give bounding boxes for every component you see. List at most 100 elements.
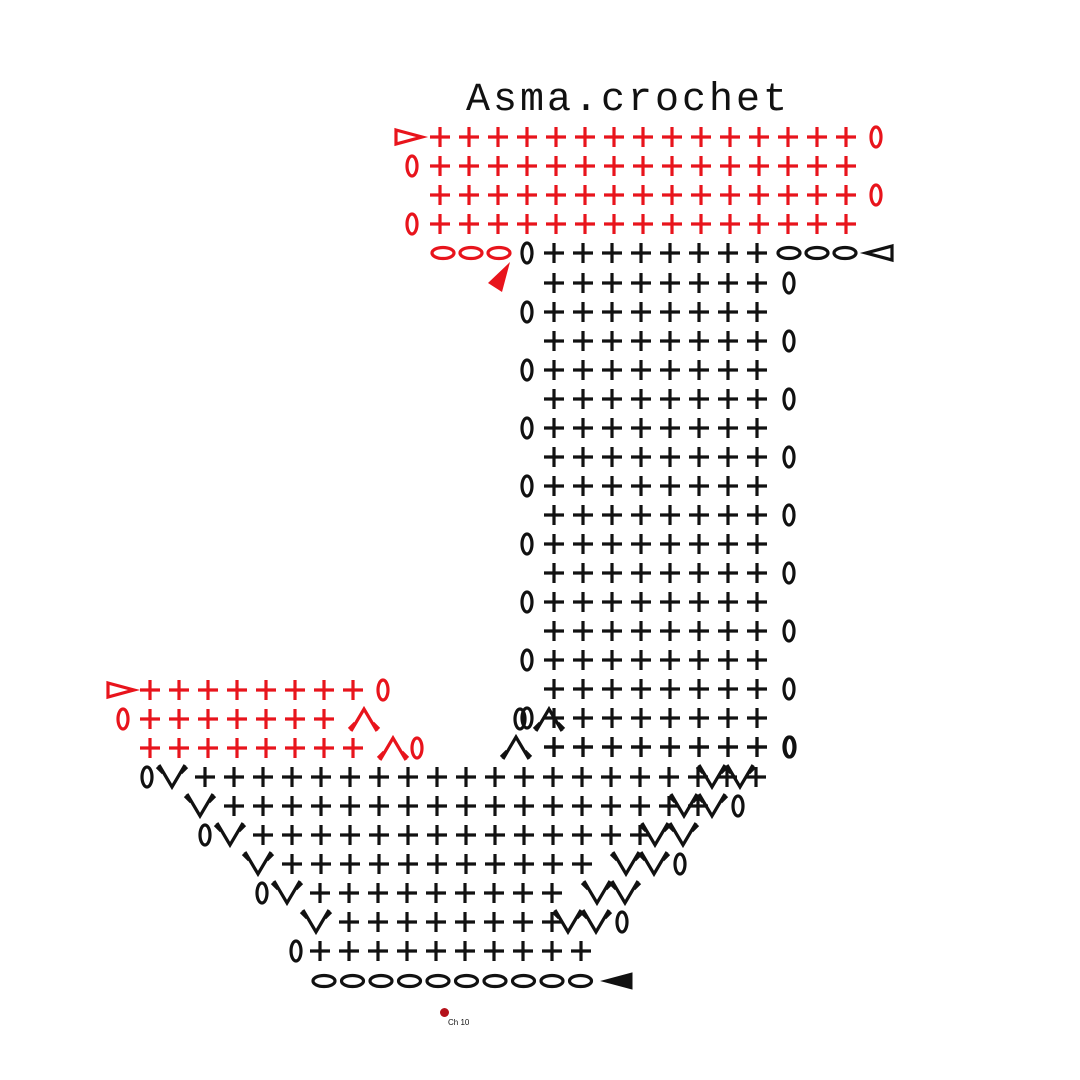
sc-stitch	[689, 650, 709, 670]
sc-stitch	[573, 650, 593, 670]
sc-stitch	[631, 563, 651, 583]
sc-stitch	[630, 767, 650, 787]
sc-stitch	[572, 825, 592, 845]
chain-stitch	[289, 939, 303, 963]
sc-stitch	[340, 854, 360, 874]
increase-stitch	[667, 793, 701, 820]
sc-stitch	[747, 679, 767, 699]
increase-stitch	[638, 822, 672, 849]
sc-stitch	[604, 156, 624, 176]
sc-stitch	[747, 650, 767, 670]
sc-stitch	[544, 592, 564, 612]
sc-stitch	[368, 912, 388, 932]
sc-stitch	[488, 127, 508, 147]
sc-stitch	[747, 476, 767, 496]
sc-stitch	[720, 214, 740, 234]
sc-stitch	[573, 476, 593, 496]
sc-stitch	[314, 680, 334, 700]
sc-stitch	[631, 243, 651, 263]
sc-stitch	[459, 127, 479, 147]
sc-stitch	[513, 941, 533, 961]
chain-stitch	[520, 474, 534, 498]
sc-stitch	[169, 738, 189, 758]
sc-stitch	[430, 156, 450, 176]
sc-stitch	[718, 331, 738, 351]
sc-stitch	[571, 941, 591, 961]
sc-stitch	[513, 883, 533, 903]
sc-stitch	[456, 767, 476, 787]
sc-stitch	[575, 185, 595, 205]
sc-stitch	[604, 185, 624, 205]
sc-stitch	[718, 360, 738, 380]
sc-stitch	[455, 883, 475, 903]
sc-stitch	[718, 243, 738, 263]
end-marker-icon	[859, 243, 894, 263]
increase-stitch	[579, 909, 613, 936]
sc-stitch	[718, 505, 738, 525]
sc-stitch	[747, 302, 767, 322]
sc-stitch	[514, 767, 534, 787]
sc-stitch	[544, 331, 564, 351]
chain-stitch	[731, 794, 745, 818]
sc-stitch	[542, 912, 562, 932]
sc-stitch	[140, 738, 160, 758]
sc-stitch	[546, 156, 566, 176]
sc-stitch	[718, 592, 738, 612]
sc-stitch	[660, 737, 680, 757]
chain-stitch	[783, 735, 797, 759]
sc-stitch	[659, 796, 679, 816]
sc-stitch	[689, 679, 709, 699]
sc-stitch	[227, 738, 247, 758]
sc-stitch	[544, 302, 564, 322]
chain-stitch	[520, 706, 534, 730]
sc-stitch	[778, 156, 798, 176]
sc-stitch	[749, 127, 769, 147]
increase-stitch	[695, 764, 729, 791]
sc-stitch	[484, 883, 504, 903]
chain-stitch	[520, 590, 534, 614]
chain-stitch	[520, 241, 534, 265]
sc-stitch	[662, 185, 682, 205]
chain-stitch	[140, 765, 154, 789]
sc-stitch	[544, 737, 564, 757]
sc-stitch	[747, 418, 767, 438]
sc-stitch	[485, 825, 505, 845]
sc-stitch	[836, 156, 856, 176]
sc-stitch	[311, 767, 331, 787]
sc-stitch	[543, 825, 563, 845]
start-marker-icon	[394, 127, 429, 147]
sc-stitch	[602, 679, 622, 699]
sc-stitch	[602, 331, 622, 351]
sc-stitch	[224, 796, 244, 816]
sc-stitch	[544, 476, 564, 496]
sc-stitch	[285, 738, 305, 758]
increase-stitch	[609, 851, 643, 878]
sc-stitch	[631, 447, 651, 467]
sc-stitch	[602, 389, 622, 409]
sc-stitch	[573, 273, 593, 293]
sc-stitch	[198, 680, 218, 700]
sc-stitch	[543, 854, 563, 874]
sc-stitch	[689, 505, 709, 525]
sc-stitch	[689, 243, 709, 263]
sc-stitch	[660, 273, 680, 293]
chain-stitch	[453, 973, 480, 989]
sc-stitch	[718, 302, 738, 322]
sc-stitch	[631, 360, 651, 380]
decrease-stitch	[532, 705, 566, 732]
chain-stitch	[782, 387, 796, 411]
sc-stitch	[631, 708, 651, 728]
sc-stitch	[544, 505, 564, 525]
sc-stitch	[633, 127, 653, 147]
sc-stitch	[427, 767, 447, 787]
increase-stitch	[270, 880, 304, 907]
sc-stitch	[546, 214, 566, 234]
sc-stitch	[660, 621, 680, 641]
increase-stitch	[666, 822, 700, 849]
sc-stitch	[633, 156, 653, 176]
sc-stitch	[660, 447, 680, 467]
sc-stitch	[807, 185, 827, 205]
sc-stitch	[662, 214, 682, 234]
sc-stitch	[282, 767, 302, 787]
increase-stitch	[551, 909, 585, 936]
